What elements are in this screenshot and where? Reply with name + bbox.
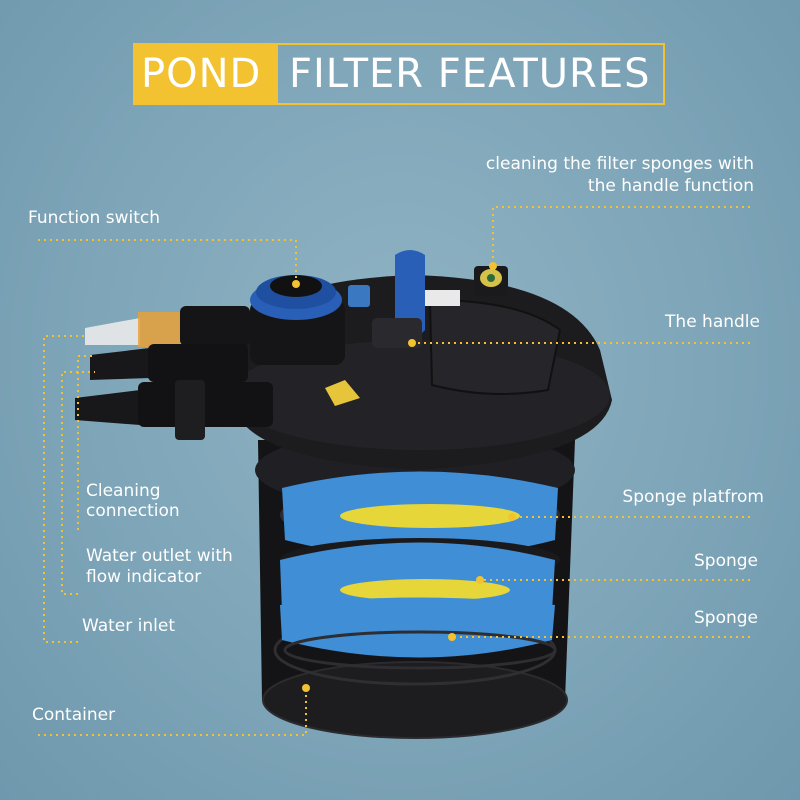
- title-text: FILTER FEATURES: [289, 51, 651, 97]
- label-cleaning-sponges-line2: the handle function: [587, 176, 754, 196]
- label-function-switch: Function switch: [28, 208, 160, 228]
- dot-sponge-2: [448, 633, 456, 641]
- label-cleaning-sponges-line1: cleaning the filter sponges with: [485, 154, 754, 174]
- label-cleaning-connection-line1: Cleaning: [86, 481, 161, 501]
- warning-labels: [325, 285, 460, 406]
- label-container: Container: [32, 705, 116, 725]
- leader-cleaning-connection: [77, 355, 92, 530]
- label-sponge-2: Sponge: [693, 608, 758, 628]
- label-water-outlet-line2: flow indicator: [86, 567, 202, 587]
- flow-indicator: [474, 266, 508, 296]
- leader-function-switch: [38, 239, 297, 280]
- dot-sponge-1: [476, 576, 484, 584]
- dot-function-switch: [292, 280, 300, 288]
- dot-sponge-platform: [508, 513, 516, 521]
- title-highlight-text: POND: [141, 51, 262, 97]
- hose-connectors: [75, 306, 273, 440]
- dot-cleaning-sponges: [489, 262, 497, 270]
- label-the-handle: The handle: [665, 312, 760, 332]
- function-switch-dial: [250, 275, 345, 365]
- leader-water-outlet: [61, 371, 95, 595]
- leader-cleaning-sponges: [492, 206, 750, 262]
- label-cleaning-connection-line2: connection: [86, 501, 180, 521]
- leader-water-inlet: [43, 335, 86, 643]
- sponge-yellow-top: [340, 504, 520, 528]
- sponge-stack: [280, 471, 560, 670]
- label-sponge-1: Sponge: [693, 551, 758, 571]
- label-water-inlet: Water inlet: [82, 616, 176, 636]
- sponge-yellow-middle: [340, 579, 510, 601]
- title-highlight: [133, 43, 278, 105]
- label-water-outlet-line1: Water outlet with: [86, 546, 233, 566]
- sponge-bottom: [280, 597, 555, 658]
- dot-handle: [408, 339, 416, 347]
- dot-container: [302, 684, 310, 692]
- label-sponge-platform: Sponge platfrom: [622, 487, 764, 507]
